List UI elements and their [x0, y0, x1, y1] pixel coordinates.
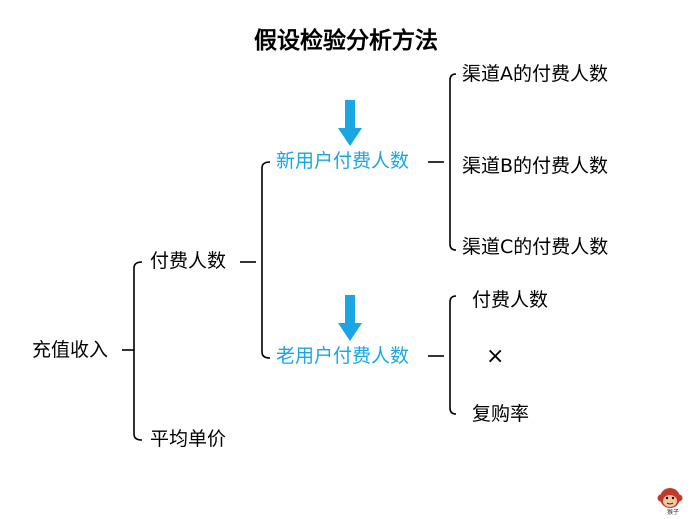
node-paying-users: 付费人数	[150, 250, 227, 272]
bracket-level1	[133, 261, 143, 441]
down-arrow-icon	[338, 100, 362, 146]
node-root: 充值收入	[32, 339, 109, 361]
node-channel-a: 渠道A的付费人数	[462, 63, 608, 85]
bracket-channels	[449, 73, 457, 251]
node-old-users: 老用户付费人数	[276, 345, 410, 367]
node-channel-b: 渠道B的付费人数	[462, 155, 609, 177]
node-formula-paying-users: 付费人数	[472, 289, 549, 311]
diagram-title: 假设检验分析方法	[254, 28, 438, 54]
down-arrow-icon	[338, 295, 362, 341]
bracket-formula	[449, 295, 457, 415]
monkey-face-icon	[657, 488, 683, 508]
bracket-level2	[261, 161, 271, 359]
node-repurchase-rate: 复购率	[472, 403, 530, 425]
logo-caption: 猴子	[667, 509, 680, 516]
multiply-operator: ×	[486, 344, 505, 369]
node-channel-c: 渠道C的付费人数	[462, 236, 609, 258]
node-new-users: 新用户付费人数	[276, 150, 410, 172]
node-avg-price: 平均单价	[150, 428, 227, 450]
